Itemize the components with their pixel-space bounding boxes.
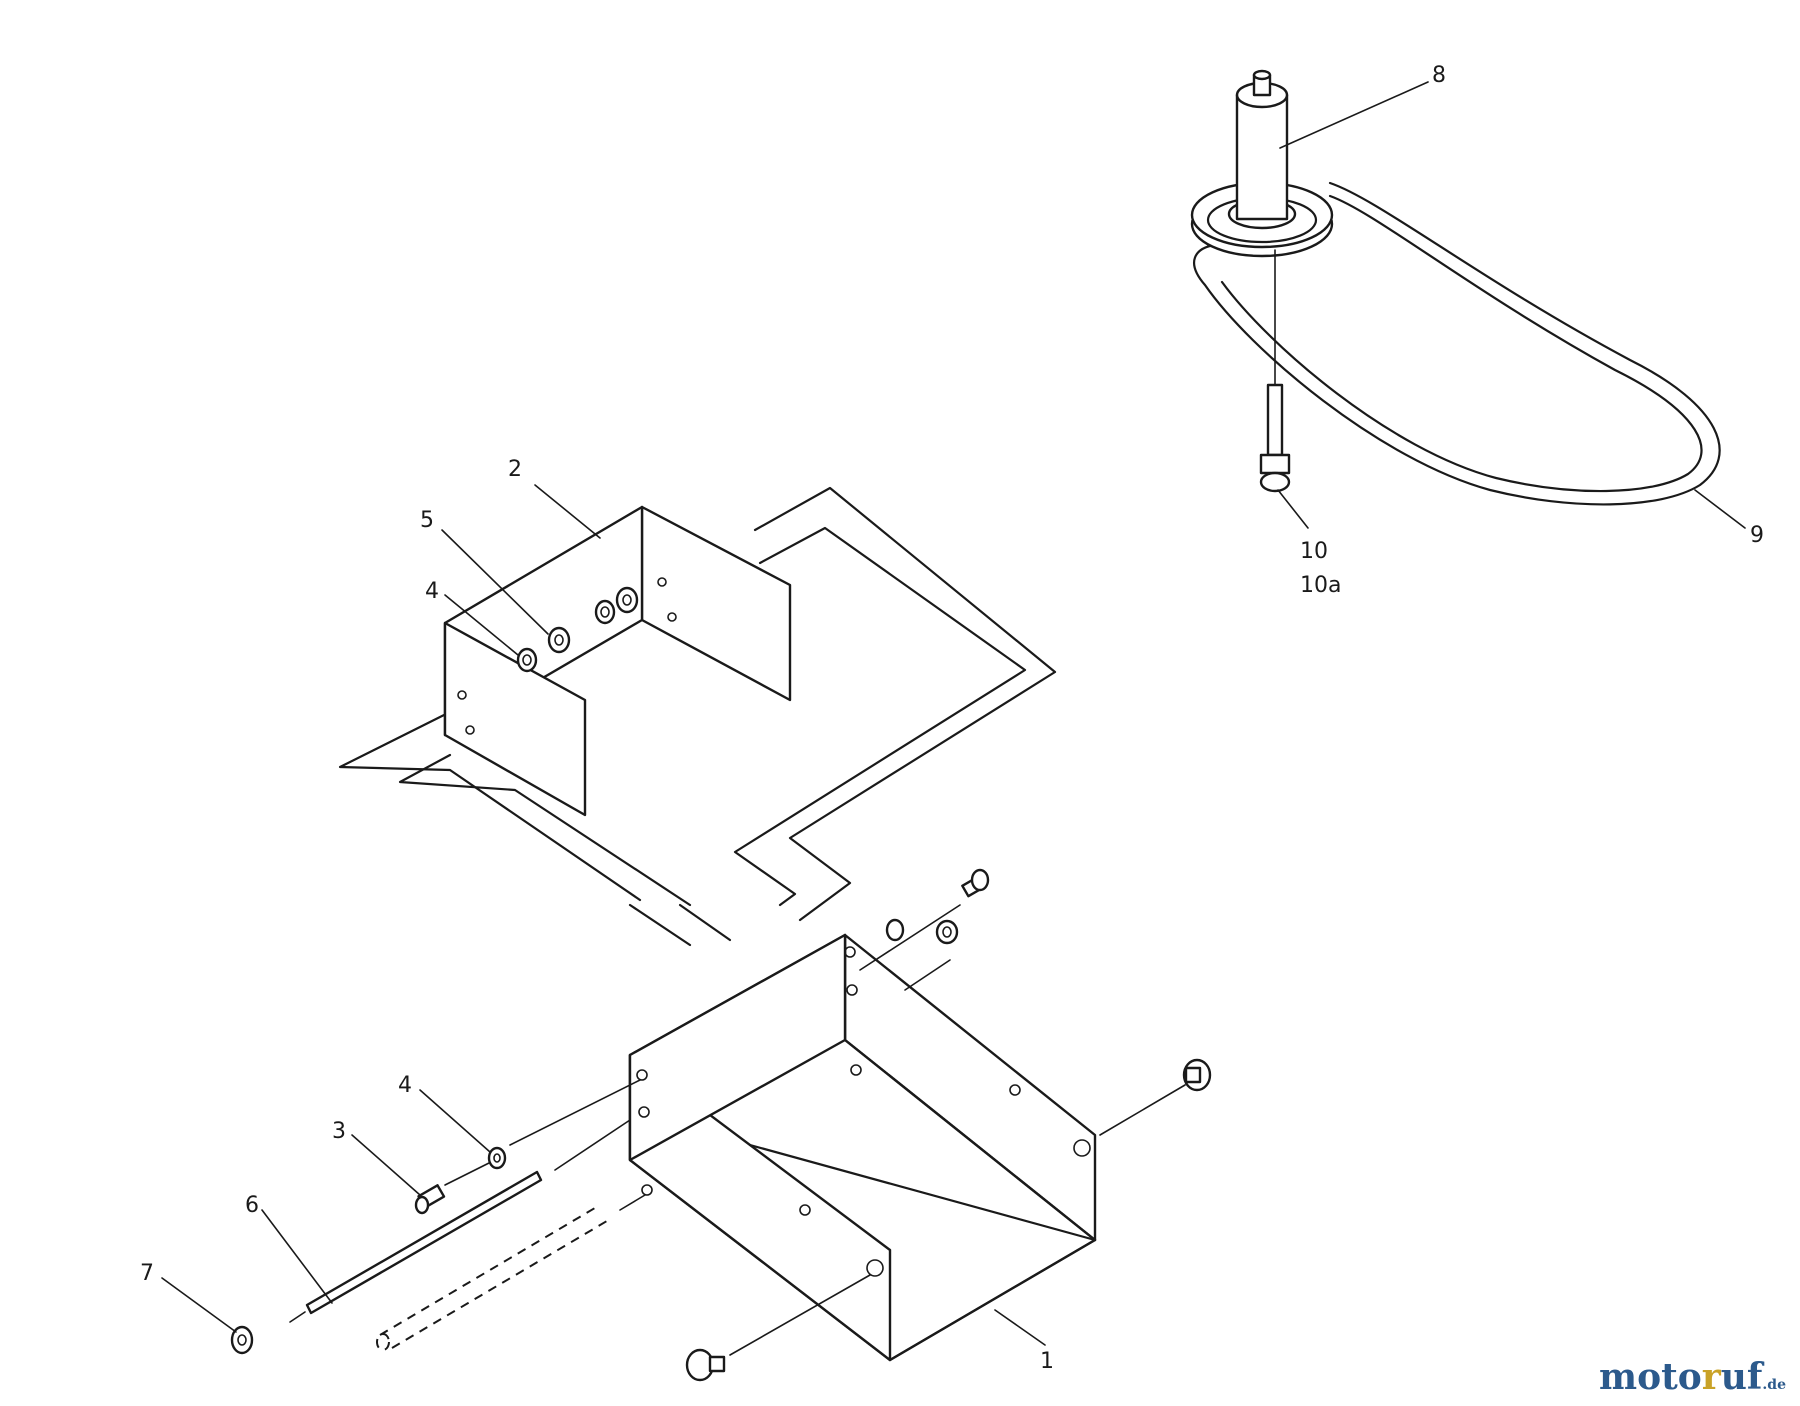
upper-bracket <box>443 505 792 817</box>
drive-belt <box>1193 181 1721 506</box>
callout-4-upper: 4 <box>425 579 439 604</box>
motoruf-logo: motoruf.de <box>1599 1356 1786 1398</box>
upper-nuts-washers <box>516 586 639 673</box>
leader-lines <box>161 81 1746 1346</box>
callout-7: 7 <box>140 1261 154 1286</box>
callout-3: 3 <box>332 1119 346 1144</box>
callout-10: 10 <box>1300 539 1328 564</box>
callout-labels: 1 2 3 4 4 5 6 7 8 9 10 10a <box>140 63 1764 1374</box>
logo-part3: uf <box>1720 1356 1763 1398</box>
lower-left-hardware <box>414 1079 641 1215</box>
callout-6: 6 <box>245 1193 259 1218</box>
callout-1: 1 <box>1040 1349 1054 1374</box>
lower-bracket <box>628 933 1097 1362</box>
nut-7 <box>230 1325 254 1355</box>
callout-10a: 10a <box>1300 573 1341 598</box>
logo-domain: .de <box>1762 1377 1786 1393</box>
spindle-pulley <box>1190 69 1334 258</box>
right-bolt <box>1099 1058 1212 1136</box>
callout-8: 8 <box>1432 63 1446 88</box>
callout-9: 9 <box>1750 523 1764 548</box>
logo-part1: moto <box>1599 1356 1702 1398</box>
callout-5: 5 <box>420 508 434 533</box>
bottom-bolt <box>685 1274 871 1382</box>
callout-2: 2 <box>508 457 522 482</box>
axle-rod <box>289 1119 631 1323</box>
lower-top-hardware <box>859 868 990 991</box>
logo-part2: r <box>1701 1356 1721 1398</box>
dashed-rod <box>376 1194 646 1351</box>
callout-4-lower: 4 <box>398 1073 412 1098</box>
bracket-outline-path <box>338 486 1057 947</box>
spindle-bolt <box>1259 249 1291 493</box>
